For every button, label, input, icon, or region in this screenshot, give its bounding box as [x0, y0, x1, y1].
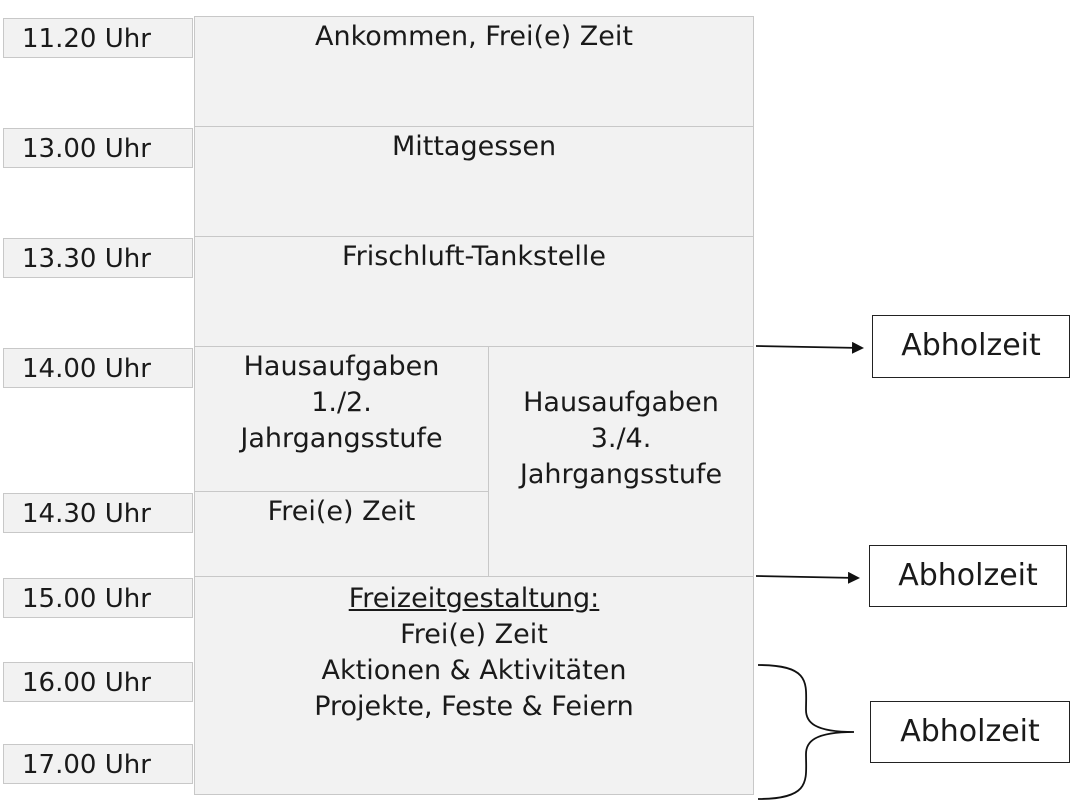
pickup-label: Abholzeit — [872, 315, 1070, 378]
block-lunch: Mittagessen — [194, 126, 754, 237]
pickup-arrow-2 — [755, 571, 860, 584]
leisure-line: Projekte, Feste & Feiern — [314, 691, 634, 722]
homework-34-line: 3./4. — [590, 423, 652, 454]
homework-34-line: Jahrgangsstufe — [519, 459, 723, 490]
time-label: 17.00 Uhr — [3, 744, 193, 784]
time-label: 14.30 Uhr — [3, 493, 193, 533]
block-fresh-air-text: Frischluft-Tankstelle — [342, 241, 606, 272]
block-homework-grades-1-2: Hausaufgaben 1./2. Jahrgangsstufe — [194, 346, 489, 492]
time-label: 11.20 Uhr — [3, 18, 193, 58]
block-free-time-text: Frei(e) Zeit — [267, 496, 416, 527]
time-label: 15.00 Uhr — [3, 578, 193, 618]
block-homework-grades-3-4: Hausaufgaben 3./4. Jahrgangsstufe — [488, 346, 754, 577]
block-lunch-text: Mittagessen — [391, 131, 557, 162]
time-label: 14.00 Uhr — [3, 348, 193, 388]
time-label: 13.30 Uhr — [3, 238, 193, 278]
block-fresh-air: Frischluft-Tankstelle — [194, 236, 754, 347]
pickup-label: Abholzeit — [870, 701, 1070, 763]
leisure-heading: Freizeitgestaltung: — [348, 583, 600, 614]
homework-34-line: Hausaufgaben — [523, 387, 719, 418]
time-label: 13.00 Uhr — [3, 128, 193, 168]
block-free-time: Frei(e) Zeit — [194, 491, 489, 577]
homework-12-line: Jahrgangsstufe — [240, 423, 443, 454]
homework-12-line: Hausaufgaben — [243, 351, 440, 382]
pickup-label: Abholzeit — [869, 545, 1067, 607]
block-arrival: Ankommen, Frei(e) Zeit — [194, 16, 754, 127]
pickup-arrow-1 — [755, 341, 864, 354]
block-leisure: Freizeitgestaltung: Frei(e) Zeit Aktione… — [194, 576, 754, 795]
pickup-brace — [757, 664, 855, 800]
time-label: 16.00 Uhr — [3, 662, 193, 702]
leisure-line: Frei(e) Zeit — [400, 619, 548, 650]
leisure-line: Aktionen & Aktivitäten — [321, 655, 627, 686]
homework-12-line: 1./2. — [311, 387, 372, 418]
block-arrival-text: Ankommen, Frei(e) Zeit — [315, 21, 633, 52]
